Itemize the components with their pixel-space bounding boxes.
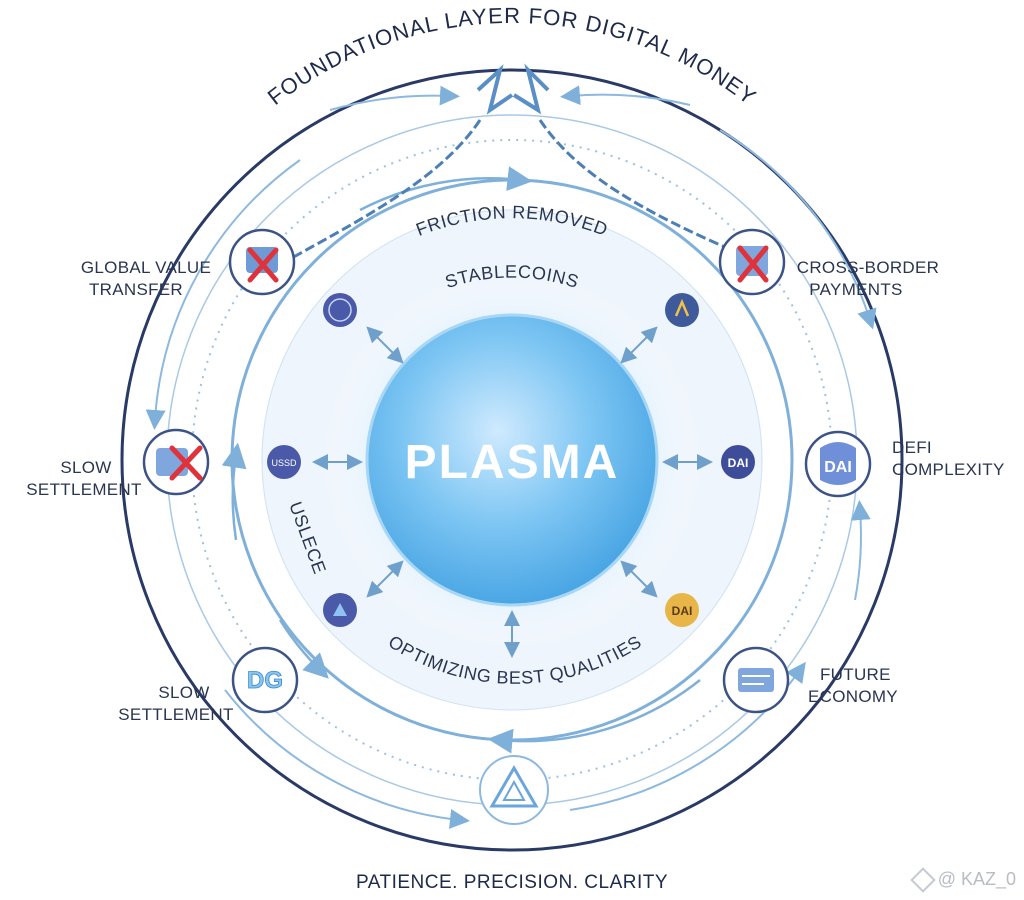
- flow-arrow: [719, 129, 877, 330]
- svg-text:DG: DG: [247, 667, 283, 694]
- token-badge-top-left: [323, 293, 357, 327]
- token-badge-mid-left: USSD: [267, 445, 301, 479]
- watermark-text: @ KAZ_0: [937, 869, 1016, 889]
- inner-arrow: [278, 619, 329, 679]
- inner-arrow: [487, 679, 701, 754]
- outer-ring: [120, 68, 904, 852]
- cross-icon: [169, 445, 203, 481]
- tagline: PATIENCE. PRECISION. CLARITY: [355, 872, 669, 893]
- token-badge-top-right: [665, 293, 699, 327]
- node-cross-border-payments: [718, 228, 786, 296]
- title: FOUNDATIONAL LAYER FOR DIGITAL MONEY: [263, 3, 761, 110]
- svg-text:DAI: DAI: [824, 459, 852, 476]
- node-future-economy: [722, 646, 790, 714]
- inner-arrow: [359, 166, 533, 212]
- node-defi-complexity: DAI: [804, 430, 872, 498]
- flow-arrow: [145, 159, 301, 430]
- flow-arrow: [329, 85, 460, 111]
- token-badge-bottom-left: [323, 593, 357, 627]
- watermark: @ KAZ_0: [909, 866, 1016, 893]
- spoke-arrows: [312, 326, 713, 658]
- flow-arrow: [560, 85, 691, 106]
- svg-text:DAI: DAI: [728, 456, 749, 470]
- plasma-sphere: [365, 313, 659, 607]
- node-slow-settlement-bottom: DG: [231, 646, 299, 714]
- svg-text:DAI: DAI: [672, 604, 693, 618]
- token-badge-bottom-right: DAI: [665, 593, 699, 627]
- node-global-value-transfer: [228, 228, 296, 296]
- token-badge-mid-right: DAI: [721, 445, 755, 479]
- plasma-label: PLASMA: [405, 436, 620, 489]
- brand-logo-icon: [909, 866, 936, 893]
- node-slow-settlement-top: [142, 428, 210, 496]
- cross-icon: [247, 247, 279, 283]
- node-bottom-triangle: [479, 755, 549, 825]
- broken-chain: [269, 63, 756, 272]
- inner-arrow: [221, 442, 247, 541]
- svg-text:USSD: USSD: [271, 458, 297, 468]
- cross-icon: [737, 245, 769, 283]
- flow-arrow: [850, 500, 871, 601]
- flow-arrow: [224, 689, 470, 829]
